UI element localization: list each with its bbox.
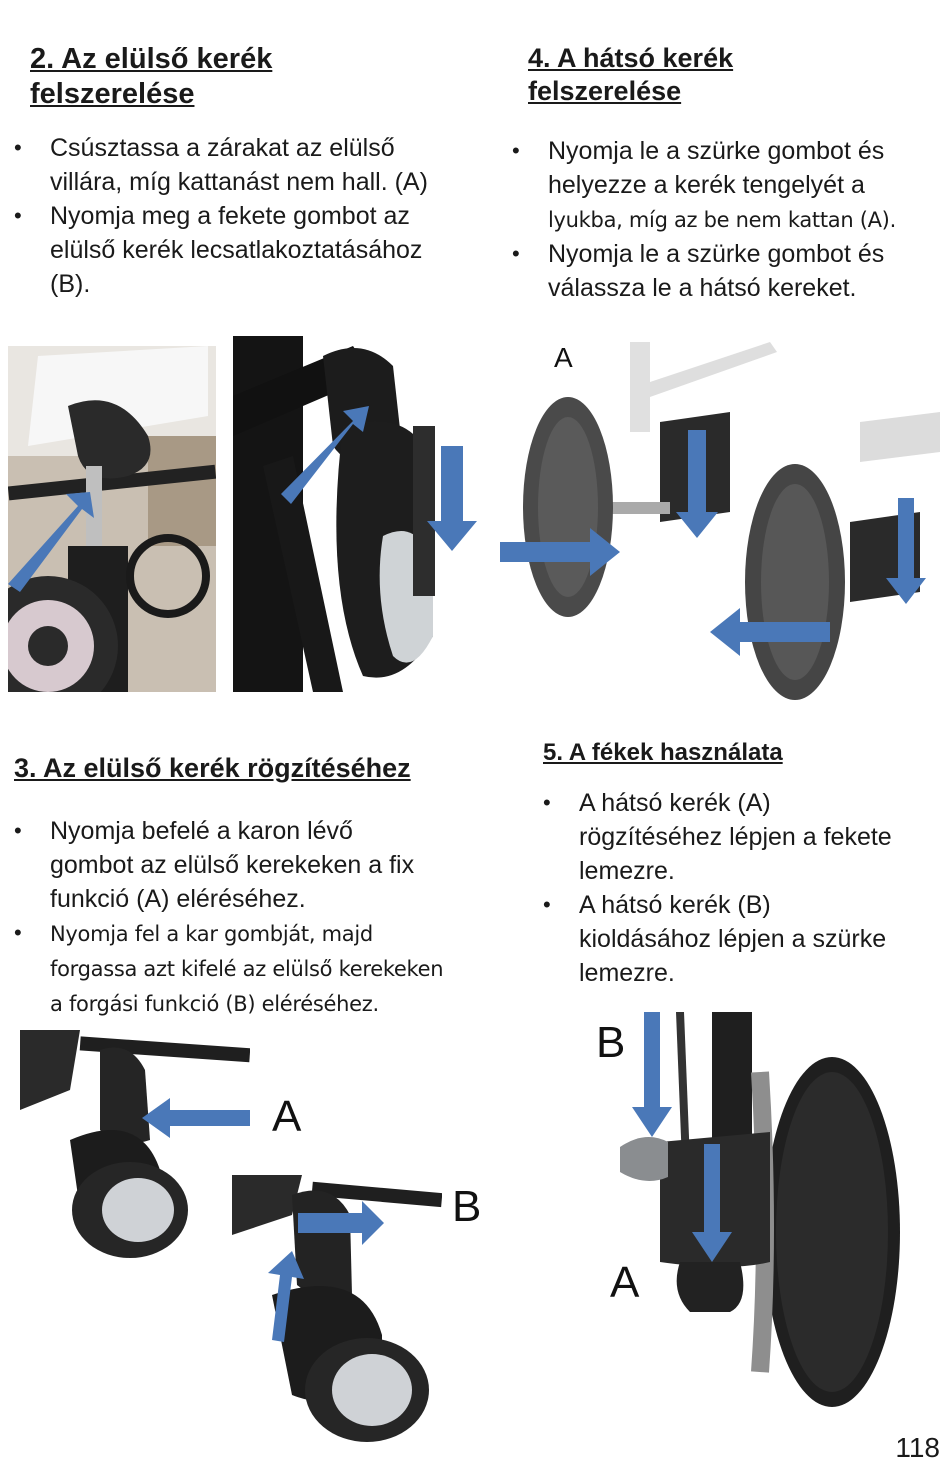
photo-rear-wheel-attach: A bbox=[500, 342, 945, 702]
page-number: 118 bbox=[895, 1432, 940, 1463]
section5-label-a: A bbox=[610, 1258, 640, 1307]
section5-bullet-1: A hátsó kerék (A) rögzítéséhez lépjen a … bbox=[543, 786, 943, 888]
section2-bullet-2: Nyomja meg a fekete gombot az elülső ker… bbox=[14, 199, 504, 301]
section2-title-line1: 2. Az elülső kerék bbox=[30, 43, 273, 75]
section4-title-line1: 4. A hátsó kerék bbox=[528, 43, 734, 73]
section4-bullet-1: Nyomja le a szürke gombot és helyezze a … bbox=[512, 134, 942, 237]
section3-bullets: Nyomja befelé a karon lévő gombot az elü… bbox=[14, 814, 504, 1021]
section2-bullets: Csúsztassa a zárakat az elülső villára, … bbox=[14, 131, 504, 301]
section2-bullet-1: Csúsztassa a zárakat az elülső villára, … bbox=[14, 131, 504, 199]
section3-label-a: A bbox=[272, 1092, 302, 1141]
section4-title: 4. A hátsó kerék felszerelése bbox=[528, 42, 928, 108]
section3-title: 3. Az elülső kerék rögzítéséhez bbox=[14, 753, 411, 783]
section5-title: 5. A fékek használata bbox=[543, 739, 783, 766]
section5-bullets: A hátsó kerék (A) rögzítéséhez lépjen a … bbox=[543, 786, 943, 990]
photo-front-fork-lock bbox=[8, 346, 216, 692]
photo-fixed-function bbox=[20, 1030, 250, 1260]
section4-title-line2: felszerelése bbox=[528, 75, 682, 106]
photo-front-wheel-release bbox=[233, 336, 483, 692]
section4-bullet-2: Nyomja le a szürke gombot és válassza le… bbox=[512, 237, 942, 305]
section3-label-b: B bbox=[452, 1182, 482, 1231]
photo-swivel-function bbox=[232, 1175, 442, 1445]
section3-bullet-1: Nyomja befelé a karon lévő gombot az elü… bbox=[14, 814, 504, 916]
section5-label-b: B bbox=[596, 1018, 626, 1067]
section4-bullets: Nyomja le a szürke gombot és helyezze a … bbox=[512, 134, 942, 305]
section2-title-line2: felszerelése bbox=[30, 78, 195, 111]
section4-photo-label-a: A bbox=[554, 342, 573, 373]
section2-title: 2. Az elülső kerék felszerelése bbox=[30, 42, 470, 113]
photo-brake-pedals bbox=[620, 1012, 900, 1412]
section3-bullet-2: Nyomja fel a kar gombját, majd forgassa … bbox=[14, 916, 504, 1021]
section5-bullet-2: A hátsó kerék (B) kioldásához lépjen a s… bbox=[543, 888, 943, 990]
